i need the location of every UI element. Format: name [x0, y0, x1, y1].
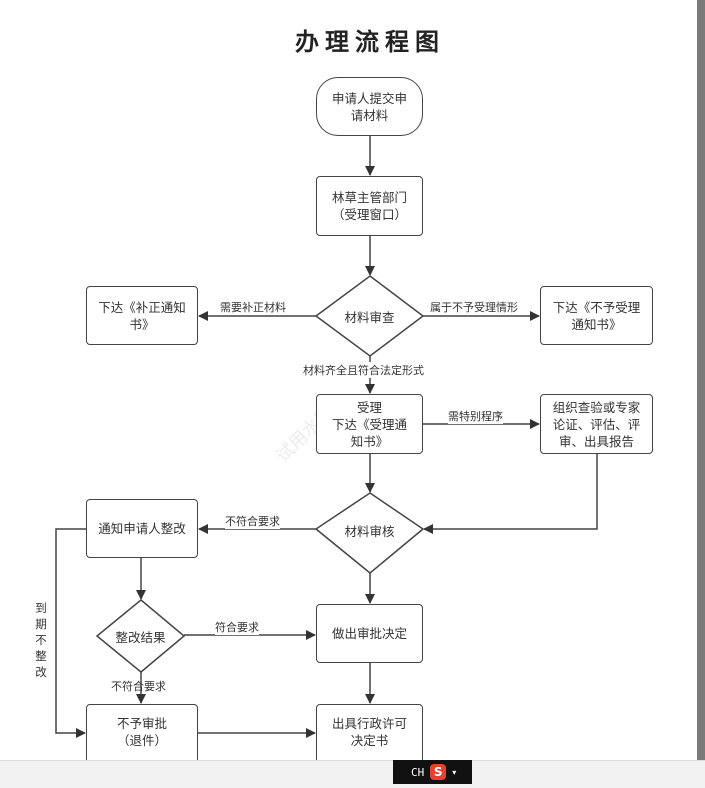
- node-accept: 受理 下达《受理通 知书》: [316, 394, 423, 454]
- node-material-audit: 材料审核: [344, 523, 395, 539]
- label-expired: 到期不整改: [35, 601, 47, 679]
- node-rectify-result: 整改结果: [115, 629, 166, 645]
- arrow-expert-to-audit: [423, 454, 598, 534]
- node-notify-rectify: 通知申请人整改: [86, 499, 198, 558]
- diamond-material-audit: [314, 492, 425, 574]
- page-title: 办理流程图: [295, 28, 445, 56]
- sogou-ime-icon[interactable]: S: [430, 764, 447, 780]
- ime-menu-icon[interactable]: ▾: [452, 767, 457, 777]
- arrow-expired-to-deny: [55, 528, 86, 738]
- node-correction-notice: 下达《补正通知 书》: [86, 286, 198, 345]
- taskbar: [0, 760, 705, 788]
- ime-language-indicator[interactable]: CH: [411, 765, 425, 779]
- diamond-material-review: [314, 275, 425, 357]
- label-not-meet-2: 不符合要求: [111, 680, 166, 693]
- node-material-review: 材料审查: [344, 309, 395, 325]
- node-forestry-dept: 林草主管部门 （受理窗口）: [316, 176, 423, 236]
- node-expert-review: 组织查验或专家 论证、评估、评 审、出具报告: [540, 394, 653, 454]
- node-make-decision: 做出审批决定: [316, 604, 423, 663]
- label-meet: 符合要求: [215, 619, 259, 635]
- label-complete: 材料齐全且符合法定形式: [303, 362, 424, 378]
- label-not-meet: 不符合要求: [225, 513, 280, 529]
- label-need-correction: 需要补正材料: [220, 299, 286, 315]
- diamond-rectify-result: [95, 599, 186, 673]
- node-reject-notice: 下达《不予受理 通知书》: [540, 286, 653, 345]
- label-special-procedure: 需特别程序: [448, 408, 503, 424]
- node-start: 申请人提交申 请材料: [316, 77, 423, 136]
- label-not-acceptable: 属于不予受理情形: [430, 299, 518, 315]
- background-window-edge: [697, 0, 705, 760]
- ime-toolbar[interactable]: CH S ▾: [393, 760, 472, 784]
